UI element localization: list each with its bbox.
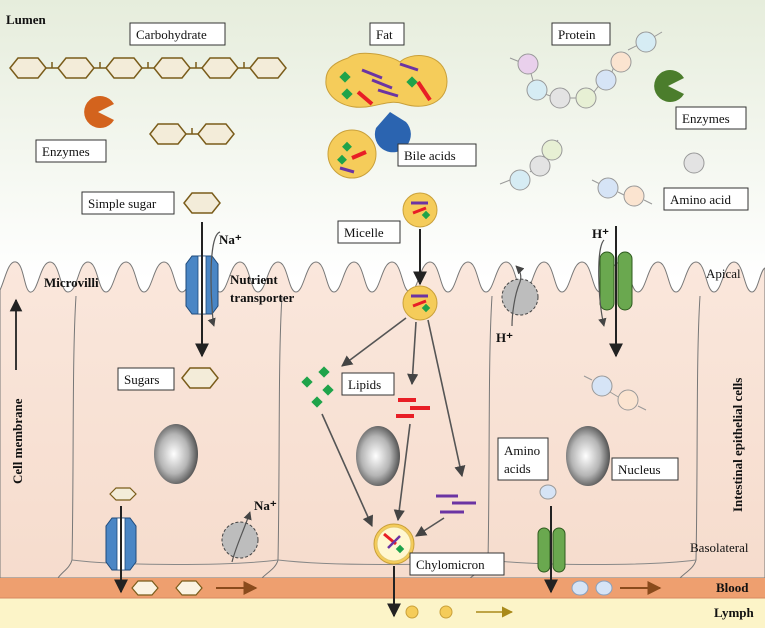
- protein-chain-icon: [509, 31, 663, 109]
- lipids-label: Lipids: [348, 377, 381, 392]
- na-bottom-label: Na⁺: [254, 498, 277, 513]
- intestinal-epithelial-cells-label: Intestinal epithelial cells: [730, 378, 745, 512]
- chylo-arrow-purple: [415, 517, 445, 537]
- amino-acid-ball-icon: [683, 152, 705, 174]
- lipid-green-icon: [301, 366, 334, 408]
- small-fat-droplet-icon: [327, 129, 377, 179]
- lymph-chylomicrons-icon: [405, 605, 453, 619]
- h-top-label: H⁺: [592, 226, 609, 241]
- simple-sugar-label-box: [81, 191, 175, 215]
- carbohydrate-label: Carbohydrate: [136, 27, 207, 42]
- carbohydrate-chain-icon: [9, 57, 287, 79]
- h-entry-arrow: [598, 239, 607, 327]
- chylomicron-label: Chylomicron: [416, 557, 485, 572]
- chylo-arrow-green: [321, 413, 374, 528]
- fat-label-box: [369, 22, 405, 46]
- na-entry-arrow: [207, 231, 221, 327]
- bile-acids-label: Bile acids: [404, 148, 456, 163]
- lymph-label: Lymph: [714, 605, 755, 620]
- chylomicron-contents: [383, 532, 405, 554]
- enzymes-right-label: Enzymes: [682, 111, 730, 126]
- blood-label: Blood: [716, 580, 749, 595]
- protein-label-box: [551, 22, 611, 46]
- fat-label: Fat: [376, 27, 393, 42]
- basolateral-amino-acid-transporter-icon: [537, 527, 566, 573]
- blood-amino-acids-icon: [571, 580, 613, 596]
- enzyme-orange-icon: [84, 96, 114, 129]
- small-fat-droplet-contents: [337, 141, 367, 174]
- lipids-label-box: [341, 372, 395, 396]
- dipeptide-in-cell-icon: [583, 375, 647, 411]
- apical-label: Apical: [706, 266, 741, 281]
- dipeptide-icon: [591, 177, 653, 207]
- lumen-label: Lumen: [6, 12, 47, 27]
- na-pump-arrow: [231, 511, 252, 563]
- enzyme-blue-icon: [374, 112, 411, 153]
- sugars-label: Sugars: [124, 372, 159, 387]
- disaccharide-icon: [149, 123, 235, 145]
- carbohydrate-label-box: [129, 22, 226, 46]
- amino-acids-label-2: acids: [504, 461, 531, 476]
- h-exchanger-icon: [501, 278, 539, 316]
- nucleus-middle-icon: [356, 426, 400, 486]
- micelle-entry-contents: [411, 294, 431, 313]
- micelle-contents: [411, 201, 431, 220]
- micelle-label-box: [337, 220, 401, 244]
- protein-label: Protein: [558, 27, 596, 42]
- cell-membrane-label: Cell membrane: [10, 398, 25, 484]
- amino-acid-in-cell-icon: [539, 484, 557, 500]
- lipid-arrow-a: [341, 317, 407, 367]
- lymph-band: [0, 598, 765, 628]
- bile-acids-label-box: [397, 143, 477, 167]
- nucleus-label: Nucleus: [618, 462, 661, 477]
- chylo-arrow-red: [393, 423, 411, 522]
- nutrient-transporter-label-1: Nutrient: [230, 272, 278, 287]
- enzymes-left-label: Enzymes: [42, 144, 90, 159]
- basolateral-sugar-icon: [109, 487, 137, 501]
- cell-divider-4: [679, 295, 701, 579]
- nucleus-left-icon: [154, 424, 198, 484]
- chylomicron-label-box: [409, 552, 505, 576]
- enzymes-left-label-box: [35, 139, 107, 163]
- fat-droplet-icon: [325, 52, 448, 108]
- cell-divider-2: [261, 295, 283, 579]
- na-top-label: Na⁺: [219, 232, 242, 247]
- h-exchanger-arrow: [511, 265, 525, 327]
- cell-divider-1: [57, 295, 77, 579]
- h-left-label: H⁺: [496, 330, 513, 345]
- lipid-red-icon: [396, 398, 430, 418]
- amino-acid-transporter-icon: [599, 251, 633, 311]
- enzymes-right-label-box: [675, 106, 747, 130]
- nucleus-right-icon: [566, 426, 610, 486]
- blood-sugars-icon: [131, 580, 203, 596]
- epithelial-cells-region: [0, 261, 765, 579]
- lipid-purple-icon: [436, 494, 476, 514]
- amino-acids-label-1: Amino: [504, 443, 540, 458]
- sugar-in-cell-icon: [181, 367, 219, 389]
- micelle-label: Micelle: [344, 225, 384, 240]
- microvilli-label: Microvilli: [44, 275, 99, 290]
- nutrient-transporter-label-2: transporter: [230, 290, 294, 305]
- peptide-icon: [499, 139, 563, 191]
- nucleus-label-box: [611, 457, 679, 481]
- lipid-arrow-b: [407, 321, 419, 386]
- amino-acid-label-box: [663, 187, 749, 211]
- simple-sugar-icon: [183, 192, 221, 214]
- fat-droplet-contents: [339, 62, 432, 106]
- simple-sugar-label: Simple sugar: [88, 196, 157, 211]
- amino-acids-label-box: [497, 437, 549, 481]
- sugars-label-box: [117, 367, 175, 391]
- amino-acid-label: Amino acid: [670, 192, 732, 207]
- lipid-arrow-c: [427, 319, 466, 478]
- basolateral-label: Basolateral: [690, 540, 749, 555]
- enzyme-green-icon: [654, 70, 684, 102]
